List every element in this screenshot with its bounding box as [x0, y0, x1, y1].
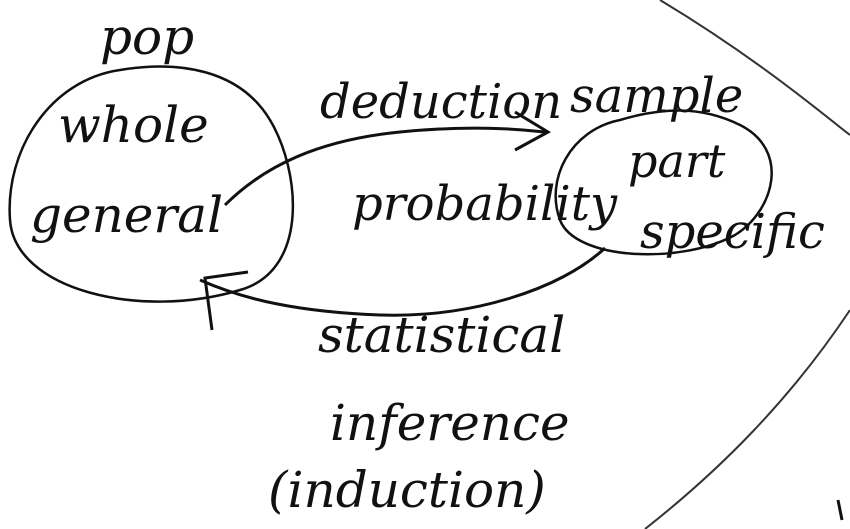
large-boundary-arc	[644, 0, 850, 529]
deduction-arrowhead	[514, 110, 552, 152]
deduction-label: deduction	[320, 74, 563, 130]
induction-label: (induction)	[268, 461, 546, 519]
induction-arrowhead	[203, 270, 249, 331]
probability-label: probability	[352, 176, 618, 232]
sample-label: sample	[570, 68, 744, 124]
specific-label: specific	[640, 204, 825, 260]
part-label: part	[628, 134, 726, 188]
sample-circle	[554, 109, 773, 256]
pop-label: pop	[100, 8, 195, 66]
general-label: general	[30, 186, 224, 244]
inference-label: inference	[330, 394, 570, 452]
ink-mark	[836, 499, 844, 521]
statistical-label: statistical	[318, 306, 566, 364]
deduction-arrow	[223, 126, 546, 207]
induction-arrow	[199, 246, 607, 317]
whole-label: whole	[58, 96, 209, 154]
